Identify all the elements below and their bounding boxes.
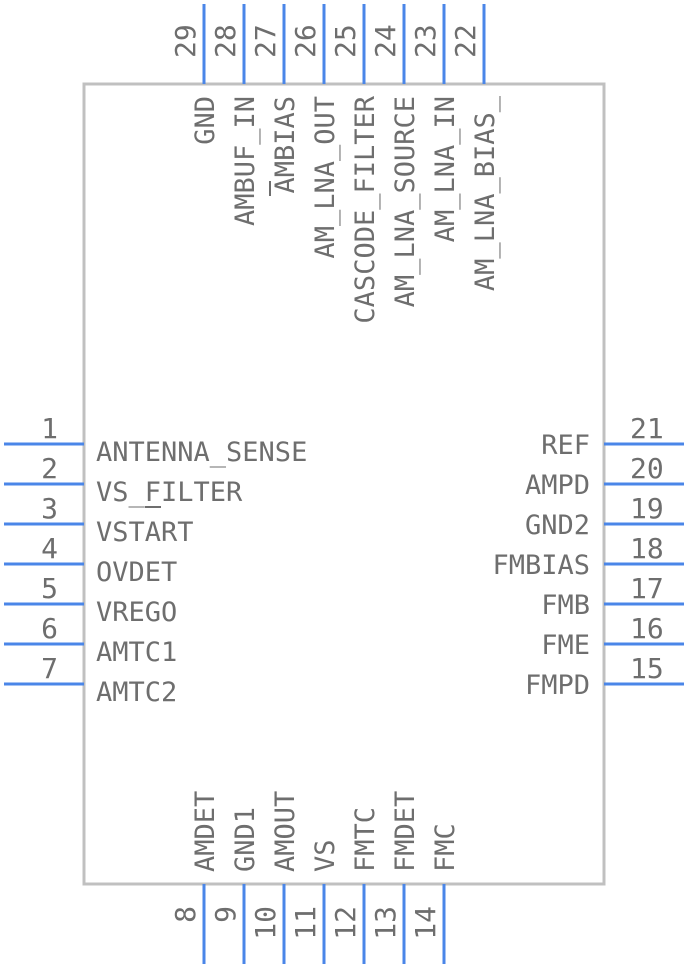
pin-9-label: GND1 bbox=[230, 807, 261, 872]
pin-12-number: 12 bbox=[329, 906, 362, 940]
pin-27-number: 27 bbox=[249, 24, 282, 58]
pin-16-number: 16 bbox=[630, 612, 664, 645]
pin-15-number: 15 bbox=[630, 652, 664, 685]
pin-23-label: AM_LNA_IN bbox=[430, 96, 461, 242]
pin-20-label: AMPD bbox=[525, 470, 590, 501]
pin-4-number: 4 bbox=[41, 532, 58, 565]
pin-13-label: FMDET bbox=[390, 791, 421, 872]
pin-27-label: AMBIAS bbox=[270, 96, 301, 194]
pin-20-number: 20 bbox=[630, 452, 664, 485]
pin-29-label: GND bbox=[190, 96, 221, 145]
pin-1-label: ANTENNA_SENSE bbox=[96, 437, 307, 468]
pin-10-label: AMOUT bbox=[270, 791, 301, 872]
pin-28-number: 28 bbox=[209, 24, 242, 58]
pin-23-number: 23 bbox=[409, 24, 442, 58]
pin-24-number: 24 bbox=[369, 24, 402, 58]
pin-29-number: 29 bbox=[169, 24, 202, 58]
pin-26-number: 26 bbox=[289, 24, 322, 58]
pin-2-label: VS_FILTER bbox=[96, 477, 243, 508]
pin-22-number: 22 bbox=[449, 24, 482, 58]
pin-18-number: 18 bbox=[630, 532, 664, 565]
pin-15-label: FMPD bbox=[525, 670, 590, 701]
ic-body bbox=[82, 82, 606, 886]
pin-22-label: AM_LNA_BIAS_ bbox=[470, 95, 501, 291]
pin-7-number: 7 bbox=[41, 652, 58, 685]
pin-24-label: AM_LNA_SOURCE bbox=[390, 96, 421, 307]
pin-17-label: FMB bbox=[541, 590, 590, 621]
pin-18-label: FMBIAS bbox=[492, 550, 590, 581]
pin-8-number: 8 bbox=[169, 906, 202, 923]
pin-28-label: AMBUF_IN bbox=[230, 96, 261, 226]
pin-7-label: AMTC2 bbox=[96, 677, 177, 708]
pin-9-number: 9 bbox=[209, 906, 242, 923]
pin-1-number: 1 bbox=[41, 412, 58, 445]
pin-10-number: 10 bbox=[249, 906, 282, 940]
pin-21-number: 21 bbox=[630, 412, 664, 445]
pin-6-number: 6 bbox=[41, 612, 58, 645]
pin-8-label: AMDET bbox=[190, 791, 221, 872]
pin-19-number: 19 bbox=[630, 492, 664, 525]
pin-5-label: VREGO bbox=[96, 597, 177, 628]
pin-26-label: AM_LNA_OUT bbox=[310, 96, 341, 259]
pin-6-label: AMTC1 bbox=[96, 637, 177, 668]
pin-14-number: 14 bbox=[409, 906, 442, 940]
pin-4-label: OVDET bbox=[96, 557, 177, 588]
pin-5-number: 5 bbox=[41, 572, 58, 605]
pin-11-label: VS bbox=[310, 839, 341, 872]
pin-19-label: GND2 bbox=[525, 510, 590, 541]
pin-12-label: FMTC bbox=[350, 807, 381, 872]
pin-2-number: 2 bbox=[41, 452, 58, 485]
pin-25-label: CASCODE_FILTER bbox=[350, 95, 381, 323]
pin-3-number: 3 bbox=[41, 492, 58, 525]
pin-21-label: REF bbox=[541, 430, 590, 461]
pin-11-number: 11 bbox=[289, 906, 322, 940]
pin-16-label: FME bbox=[541, 630, 590, 661]
pin-17-number: 17 bbox=[630, 572, 664, 605]
pin-25-number: 25 bbox=[329, 24, 362, 58]
pin-14-label: FMC bbox=[430, 823, 461, 872]
pin-13-number: 13 bbox=[369, 906, 402, 940]
pin-3-label: VSTART bbox=[96, 517, 194, 548]
